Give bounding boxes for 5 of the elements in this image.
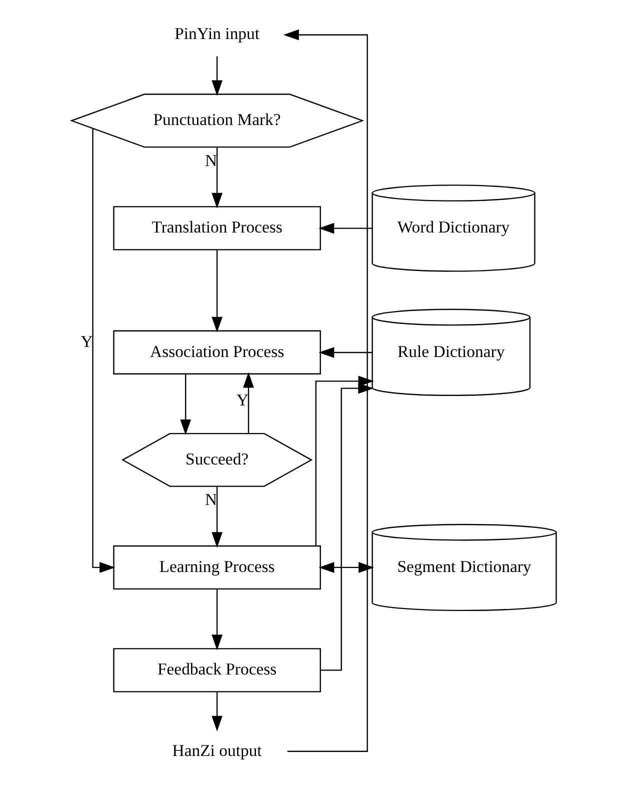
- edge-label: N: [204, 150, 217, 170]
- node-text: PinYin input: [174, 24, 260, 44]
- node-text: HanZi output: [172, 740, 262, 760]
- edge-label: N: [204, 490, 217, 510]
- edge-label: Y: [236, 390, 248, 410]
